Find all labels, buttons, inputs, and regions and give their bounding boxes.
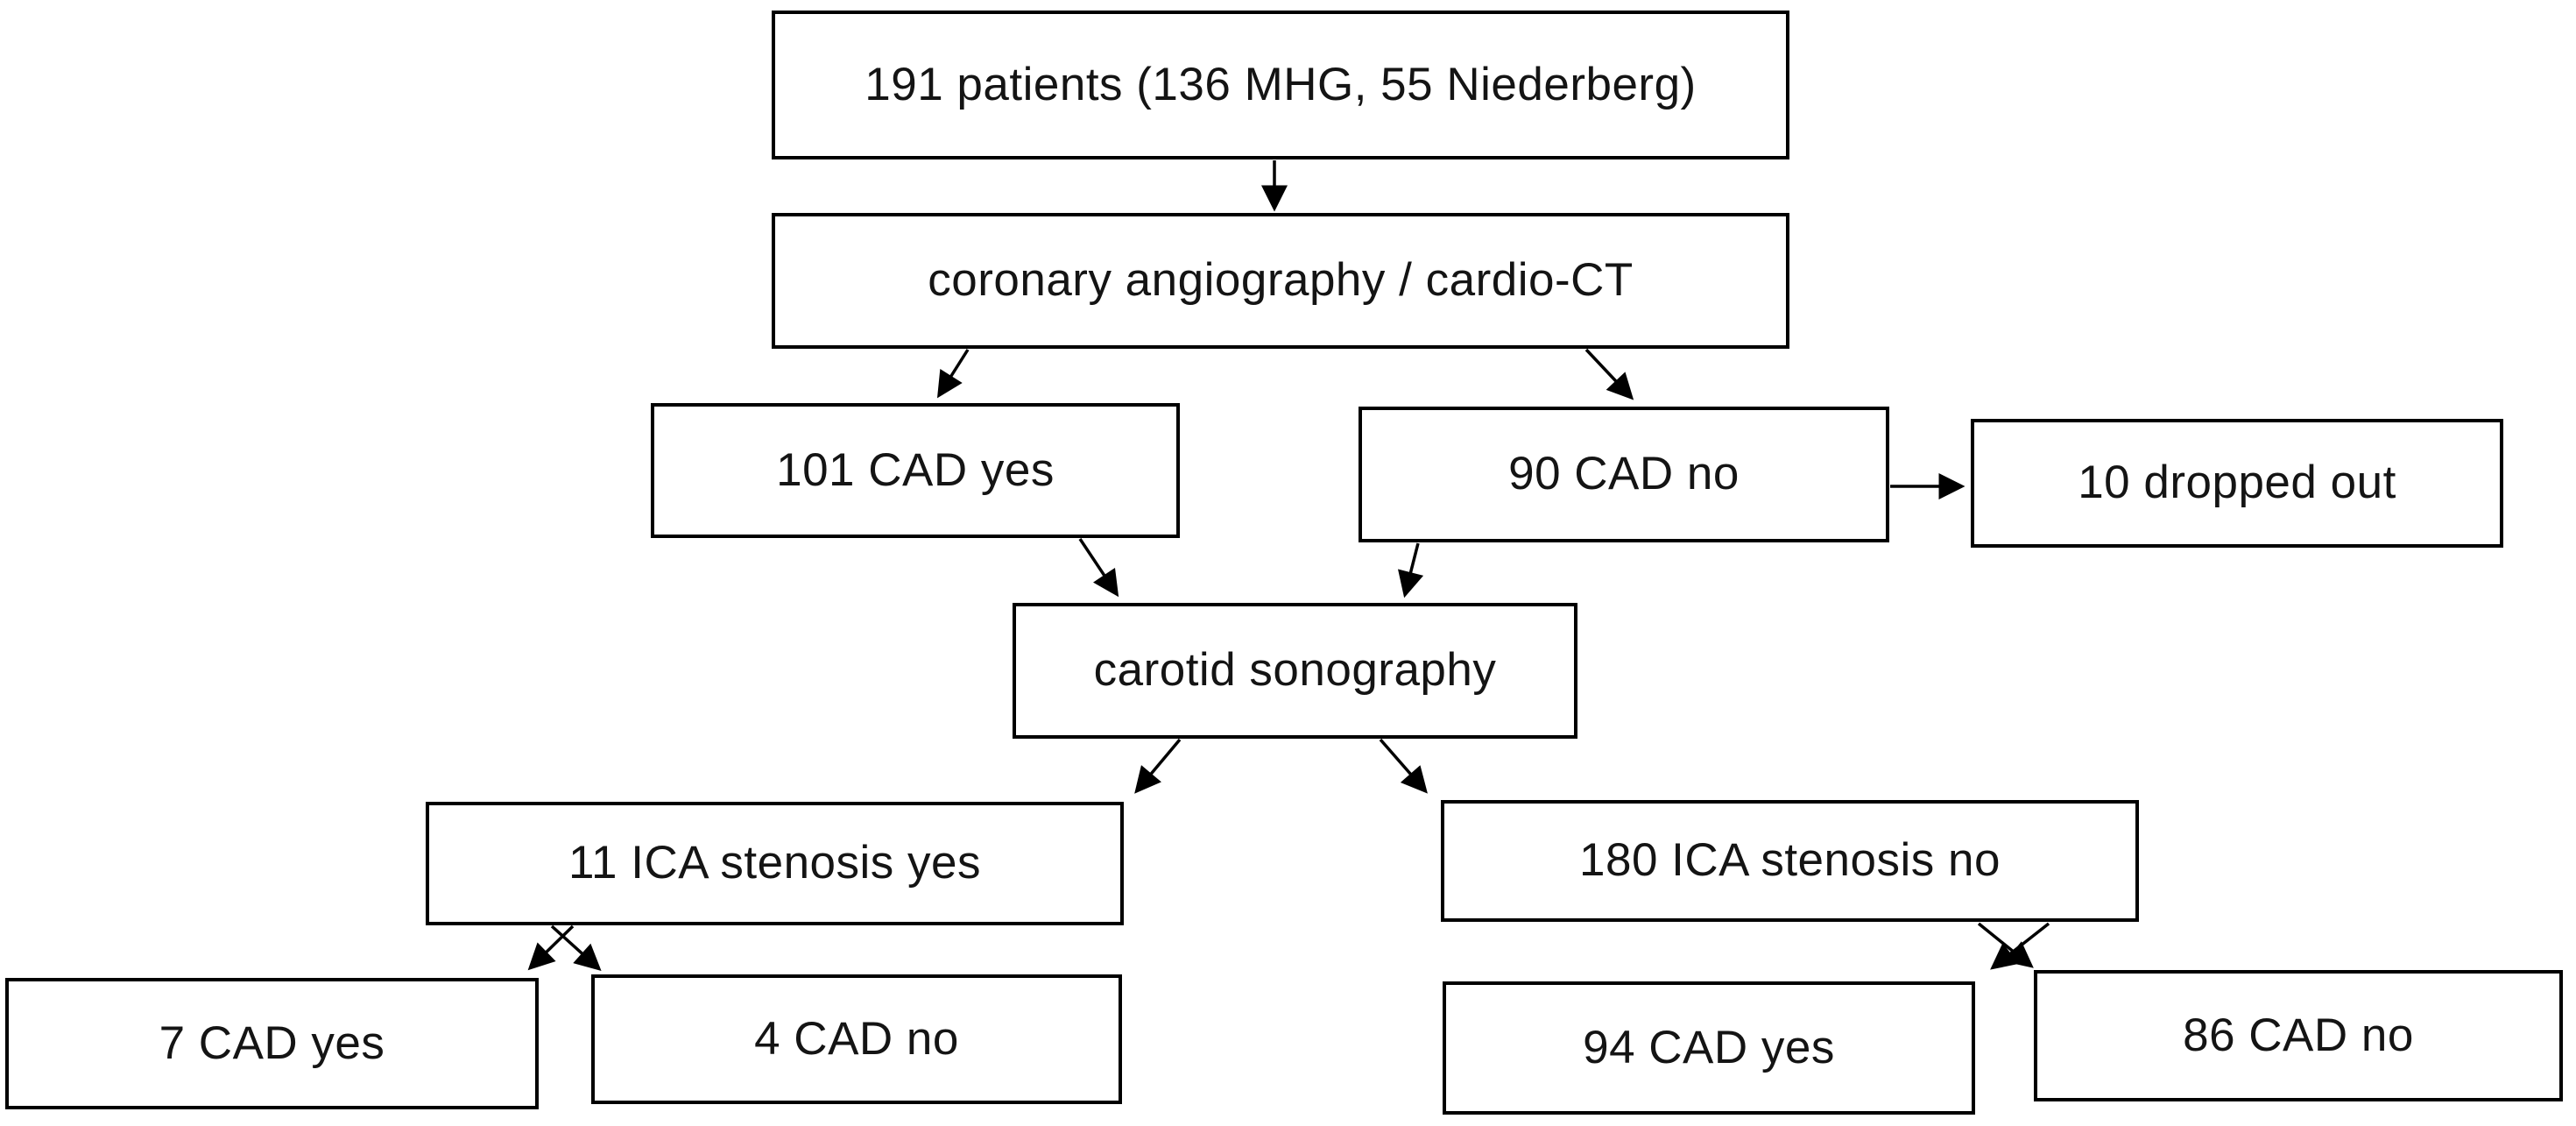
node-patients: 191 patients (136 MHG, 55 Niederberg) [772,11,1789,159]
node-4-cad-no: 4 CAD no [591,974,1122,1104]
node-7-cad-yes: 7 CAD yes [5,978,539,1109]
node-carotid-sonography-label: carotid sonography [1093,644,1497,697]
node-carotid-sonography: carotid sonography [1013,603,1577,739]
node-ica-stenosis-no: 180 ICA stenosis no [1441,800,2139,922]
arrow-ica-no-to-86-cad-no [1977,922,2034,968]
node-86-cad-no-label: 86 CAD no [2183,1009,2414,1061]
node-cad-yes: 101 CAD yes [651,403,1180,538]
node-cad-no: 90 CAD no [1359,407,1889,542]
node-coronary-angiography-label: coronary angiography / cardio-CT [928,254,1634,307]
node-dropped-out: 10 dropped out [1971,419,2503,548]
node-cad-no-label: 90 CAD no [1508,448,1740,500]
arrow-angiography-to-cad-yes [936,349,970,399]
arrow-ica-yes-to-7-cad-yes [527,924,575,971]
arrow-cad-yes-to-carotid [1078,538,1119,598]
node-94-cad-yes: 94 CAD yes [1443,981,1975,1115]
arrow-cad-no-to-carotid [1398,542,1424,598]
node-94-cad-yes-label: 94 CAD yes [1583,1021,1835,1073]
node-coronary-angiography: coronary angiography / cardio-CT [772,213,1789,349]
arrow-angiography-to-cad-no [1584,348,1634,400]
node-4-cad-no-label: 4 CAD no [754,1012,959,1065]
arrow-ica-no-to-94-cad-yes [1990,922,2050,970]
node-cad-yes-label: 101 CAD yes [776,443,1055,496]
arrow-carotid-to-ica-yes [1134,738,1182,794]
node-ica-stenosis-yes-label: 11 ICA stenosis yes [568,837,982,889]
node-7-cad-yes-label: 7 CAD yes [159,1016,385,1069]
node-patients-label: 191 patients (136 MHG, 55 Niederberg) [865,58,1697,110]
arrow-carotid-to-ica-no [1379,738,1428,794]
node-dropped-out-label: 10 dropped out [2078,457,2396,509]
node-86-cad-no: 86 CAD no [2034,970,2563,1101]
node-ica-stenosis-no-label: 180 ICA stenosis no [1579,834,2001,887]
arrow-ica-yes-to-4-cad-no [550,924,602,972]
node-ica-stenosis-yes: 11 ICA stenosis yes [426,802,1124,925]
